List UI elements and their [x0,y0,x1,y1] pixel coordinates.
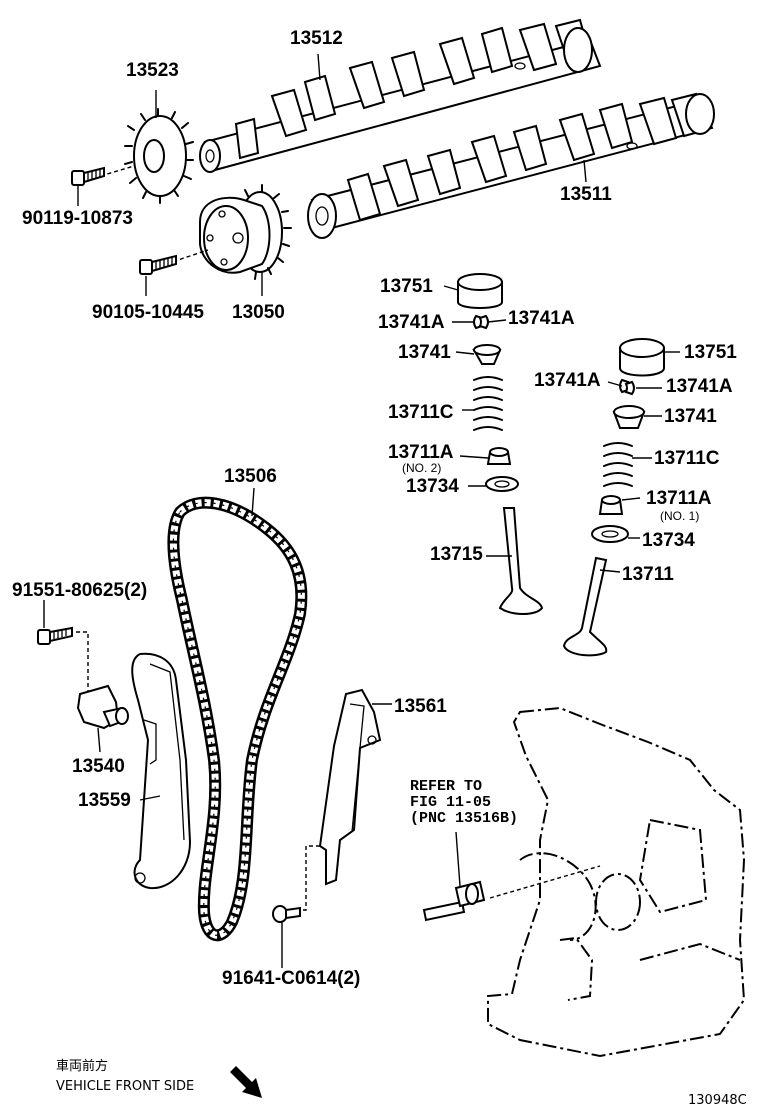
refer-note-line3: (PNC 13516B) [410,810,518,827]
label-90105-10445: 90105-10445 [92,302,204,323]
label-13734-left: 13734 [406,476,459,497]
bolt-91551 [37,600,89,692]
intake-camshaft [307,92,715,239]
label-13741A-left-a: 13741A [378,312,445,333]
label-13741-left: 13741 [398,342,451,363]
refer-note: REFER TO FIG 11-05 (PNC 13516B) [410,778,518,827]
label-13506: 13506 [224,466,277,487]
label-13711C-left: 13711C [388,402,454,423]
vvt-gear [159,184,292,296]
valve-spring-left [462,376,503,431]
valve-seal-right [598,495,641,515]
label-13540: 13540 [72,756,125,777]
footer-en-caption: VEHICLE FRONT SIDE [56,1079,194,1094]
label-13561: 13561 [394,696,447,717]
label-13751-right: 13751 [684,342,737,363]
label-13050: 13050 [232,302,285,323]
label-13511: 13511 [560,184,612,205]
label-no1-note: (NO. 1) [660,509,699,523]
figure-id: 130948C [688,1093,747,1108]
refer-note-line2: FIG 11-05 [410,794,491,811]
spring-retainer-right [612,405,662,429]
spring-seat-left [468,476,519,492]
chain-slipper [131,652,192,890]
label-13741A-right-b: 13741A [666,376,733,397]
exhaust-valve [486,507,544,615]
label-13741-right: 13741 [664,406,717,427]
label-13523: 13523 [126,60,179,81]
part-labels: 13512 13511 13523 90119-10873 90105-1044… [12,28,737,989]
bolt-90119 [71,166,105,206]
intake-valve [562,556,621,657]
chain-tensioner [76,684,129,753]
label-13559: 13559 [78,790,131,811]
bolt-91641 [272,905,301,968]
label-13711C-right: 13711C [654,448,720,469]
footer: 車両前方 VEHICLE FRONT SIDE 130948C [56,1058,747,1108]
chain-damper [296,688,392,911]
camshaft-sprocket [93,90,194,204]
label-91641-C0614: 91641-C0614(2) [222,968,360,989]
bolt-90105 [139,254,177,296]
label-13711: 13711 [622,564,674,585]
valve-lifter-right [619,338,680,377]
refer-note-line1: REFER TO [410,778,482,795]
label-13751-left: 13751 [380,276,433,297]
label-13711A-left: 13711A [388,442,454,463]
label-13711A-right: 13711A [646,488,712,509]
engine-block-outline [487,706,746,1058]
timing-chain [167,487,308,942]
valve-lifter-left [443,273,503,309]
valve-seal-left [459,447,512,465]
front-direction-arrow [230,1066,262,1098]
valve-keepers-left [452,314,507,330]
label-13512: 13512 [290,28,343,49]
label-13734-right: 13734 [642,530,695,551]
exhaust-camshaft [199,18,602,173]
label-13715: 13715 [430,544,483,565]
footer-jp-caption: 車両前方 [56,1058,108,1074]
label-90119-10873: 90119-10873 [22,208,133,229]
spring-seat-right [591,525,640,543]
label-13741A-left-b: 13741A [508,308,575,329]
valve-keepers-right [607,378,662,396]
label-no2-note: (NO. 2) [402,461,441,475]
referenced-part [422,831,486,922]
valve-spring-right [603,442,652,487]
spring-retainer-left [455,344,502,365]
label-13741A-right-a: 13741A [534,370,601,391]
label-91551-80625: 91551-80625(2) [12,580,147,601]
